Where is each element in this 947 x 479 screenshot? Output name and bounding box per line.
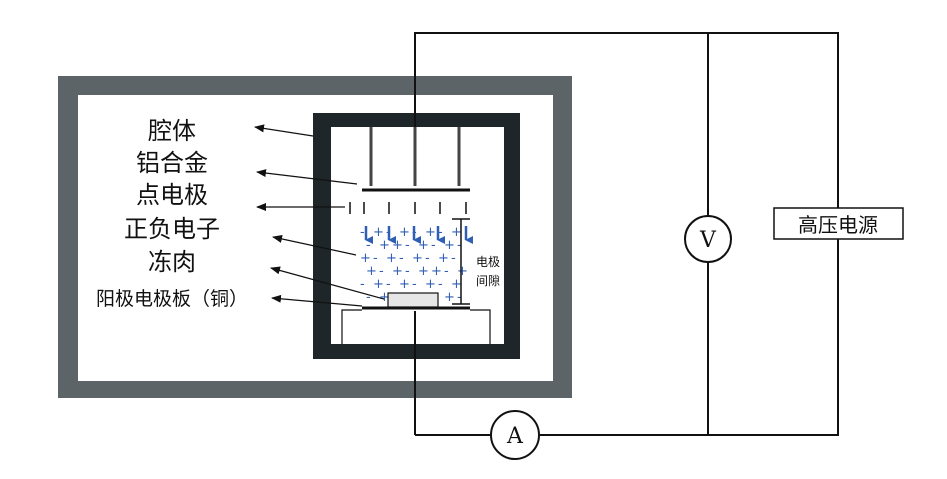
label-charges: 正负电子 <box>124 215 220 243</box>
charge-sign: + <box>438 251 449 266</box>
charge-sign: - <box>360 225 365 240</box>
power-supply-label: 高压电源 <box>798 213 878 237</box>
charge-sign: + <box>451 225 462 240</box>
charge-sign: - <box>457 238 462 253</box>
charge-sign: + <box>360 251 371 266</box>
charge-sign: - <box>444 264 449 279</box>
charge-sign: - <box>386 277 391 292</box>
label-alloy: 铝合金 <box>136 149 208 177</box>
electrode-gap-marker <box>452 218 470 305</box>
label-meat: 冻肉 <box>148 248 196 276</box>
charge-sign: - <box>425 251 430 266</box>
charge-sign: - <box>386 225 391 240</box>
voltmeter-symbol: V <box>699 228 717 253</box>
charge-sign: + <box>425 277 436 292</box>
charge-sign: + <box>425 225 436 240</box>
charge-sign: - <box>366 238 371 253</box>
charge-sign: - <box>431 238 436 253</box>
gap-label-line2: 间隙 <box>476 274 500 288</box>
charge-sign: + <box>399 277 410 292</box>
charge-sign: + <box>444 290 455 305</box>
hanger-rods <box>369 127 461 186</box>
charge-sign: - <box>438 277 443 292</box>
charge-sign: + <box>457 264 468 279</box>
ammeter-circle <box>490 410 540 460</box>
plate-support <box>341 309 491 344</box>
gap-label-line1: 电极 <box>476 255 500 269</box>
charge-sign: - <box>373 251 378 266</box>
charge-sign: - <box>412 225 417 240</box>
charge-sign: + <box>373 225 384 240</box>
charge-sign: + <box>392 238 403 253</box>
label-anode-plate: 阳极电极板（铜） <box>96 288 248 310</box>
charge-sign: + <box>418 264 429 279</box>
charge-sign: + <box>366 264 377 279</box>
charge-sign: - <box>412 277 417 292</box>
circuit-wires <box>414 32 839 436</box>
electron-flow-arrows <box>364 226 473 244</box>
label-chamber: 腔体 <box>148 117 196 145</box>
frozen-meat <box>387 292 439 308</box>
point-electrodes <box>349 202 467 214</box>
charge-sign: + <box>379 238 390 253</box>
charge-sign: + <box>418 238 429 253</box>
charge-sign: - <box>457 290 462 305</box>
charge-sign: + <box>444 238 455 253</box>
charge-sign: + <box>373 277 384 292</box>
label-arrows <box>254 124 385 307</box>
charge-sign: - <box>405 238 410 253</box>
charge-sign: - <box>451 251 456 266</box>
charge-sign: + <box>399 225 410 240</box>
charge-cloud: -+-+-+-+-++-+-+-+-+-+-+-+-+-++-+-+-+-+-+… <box>360 225 468 305</box>
charge-sign: - <box>360 277 365 292</box>
charge-sign: + <box>451 277 462 292</box>
charge-sign: + <box>431 264 442 279</box>
charge-sign: + <box>379 290 390 305</box>
charge-sign: - <box>405 264 410 279</box>
voltmeter-circle <box>684 215 732 263</box>
charge-sign: - <box>399 251 404 266</box>
charge-sign: - <box>438 225 443 240</box>
power-supply-box <box>773 207 904 240</box>
ammeter-symbol: A <box>506 424 524 449</box>
charge-sign: + <box>392 264 403 279</box>
charge-sign: - <box>366 290 371 305</box>
charge-sign: + <box>412 251 423 266</box>
charge-sign: - <box>379 264 384 279</box>
label-point-electrode: 点电极 <box>136 181 208 209</box>
charge-sign: + <box>386 251 397 266</box>
